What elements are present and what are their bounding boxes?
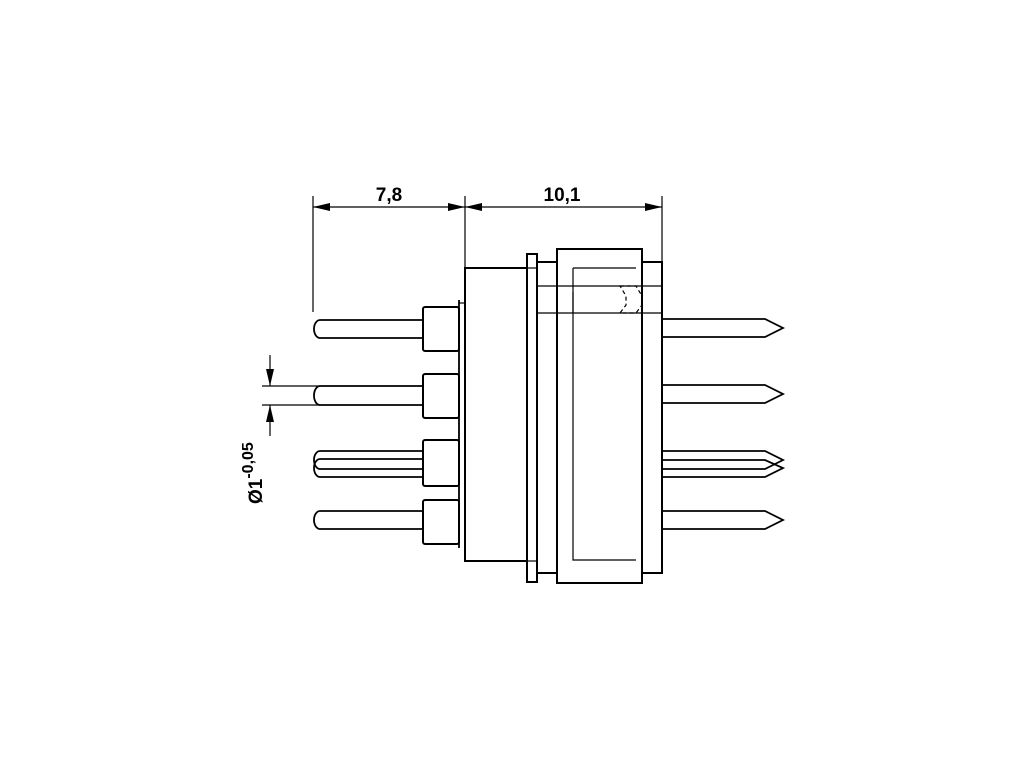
dimension-right-length: 10,1	[465, 185, 663, 262]
right-pin	[662, 384, 786, 404]
left-pin	[313, 439, 460, 487]
left-pins	[313, 300, 465, 548]
right-pin	[662, 450, 786, 478]
left-pin	[313, 499, 460, 545]
left-pin	[313, 302, 465, 352]
pin-diameter-label: Ø1-0,05	[240, 442, 267, 504]
left-pin	[313, 373, 460, 419]
pin-diameter-tolerance: -0,05	[240, 442, 257, 479]
dimension-left-label: 7,8	[376, 185, 402, 206]
dimension-pin-diameter: Ø1-0,05	[240, 355, 320, 504]
right-pin	[662, 510, 786, 530]
dimension-right-label: 10,1	[544, 185, 581, 206]
right-pins	[662, 318, 786, 530]
pin-diameter-symbol: Ø1	[246, 478, 267, 504]
connector-housing	[464, 248, 663, 584]
dimension-left-length: 7,8	[312, 185, 466, 312]
right-pin	[662, 318, 786, 338]
